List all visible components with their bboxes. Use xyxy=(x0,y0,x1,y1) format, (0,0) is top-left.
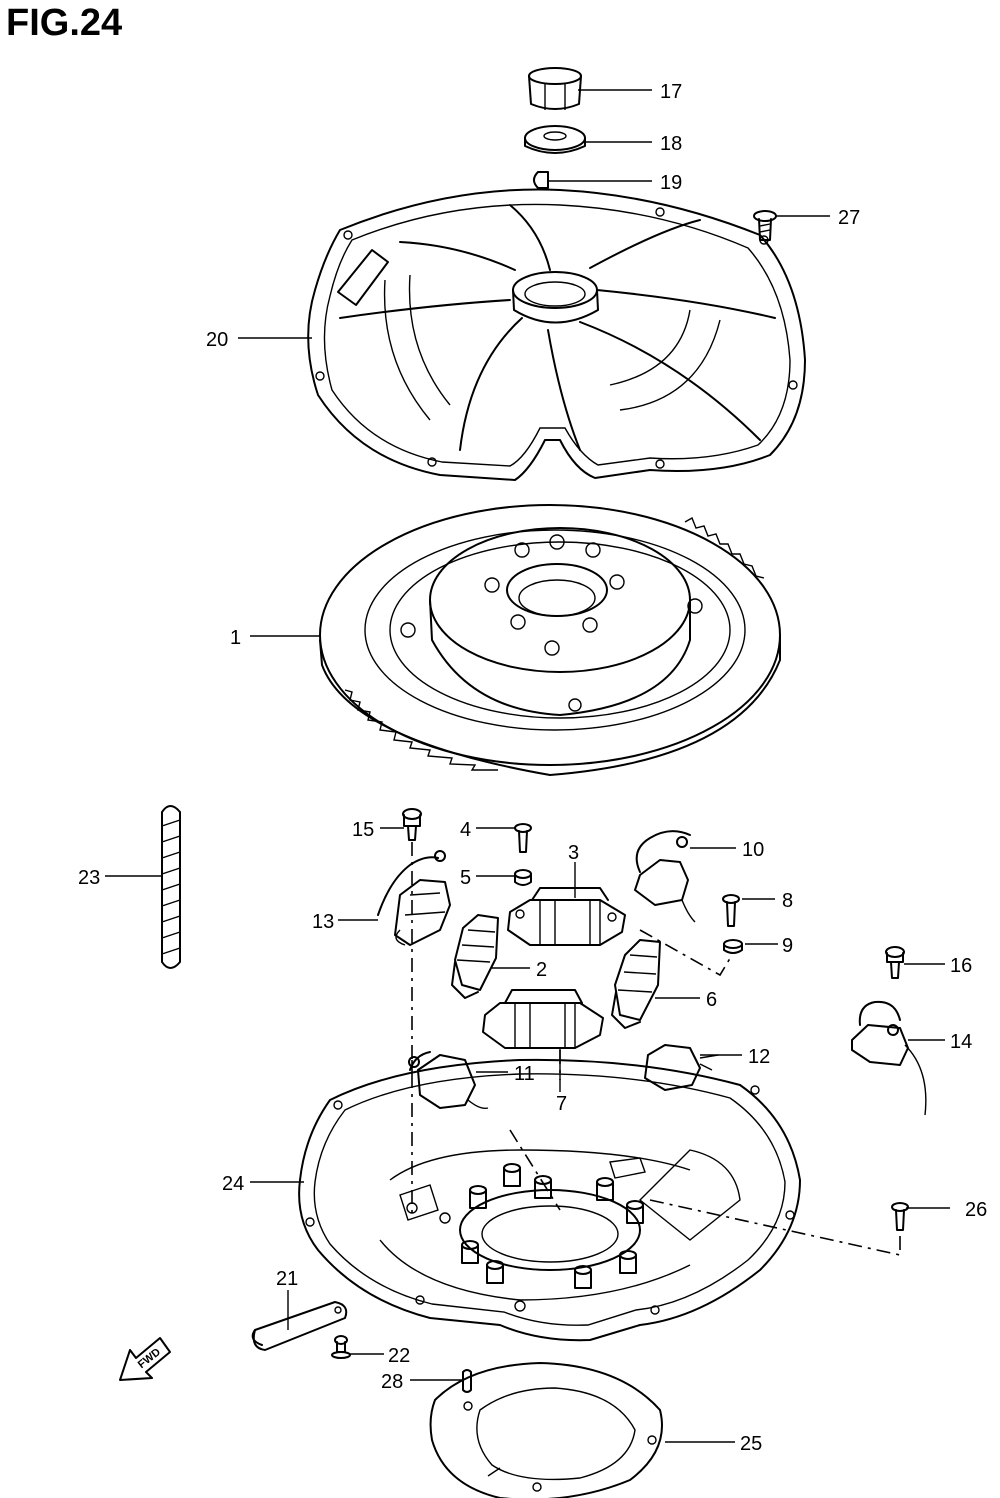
fwd-label: FWD xyxy=(136,1346,163,1371)
callout-9: 9 xyxy=(782,935,793,957)
part-18-washer xyxy=(524,125,586,154)
callout-13: 13 xyxy=(312,911,334,933)
callout-18: 18 xyxy=(660,133,682,155)
part-8-screw xyxy=(722,894,740,927)
part-4-screw xyxy=(514,823,532,853)
part-14-pulser xyxy=(851,1000,927,1116)
callout-23: 23 xyxy=(78,867,100,889)
callout-8: 8 xyxy=(782,890,793,912)
part-17-nut xyxy=(528,67,582,110)
part-9-collar xyxy=(723,939,743,954)
part-16-screw xyxy=(885,946,905,979)
callout-1: 1 xyxy=(230,627,241,649)
part-3-coil xyxy=(507,887,626,946)
leader-lines xyxy=(105,89,950,1443)
callout-10: 10 xyxy=(742,839,764,861)
part-28-pin xyxy=(462,1369,472,1393)
callout-20: 20 xyxy=(206,329,228,351)
callout-14: 14 xyxy=(950,1031,972,1053)
callout-11: 11 xyxy=(514,1063,535,1085)
part-26-screw xyxy=(891,1202,909,1231)
part-6-coil xyxy=(611,939,661,1029)
callout-6: 6 xyxy=(706,989,717,1011)
part-19-key xyxy=(533,171,549,189)
callout-22: 22 xyxy=(388,1345,410,1367)
callout-4: 4 xyxy=(460,819,471,841)
part-22-screw xyxy=(331,1335,351,1359)
callout-17: 17 xyxy=(660,81,682,103)
part-11-pulser xyxy=(408,1051,489,1110)
callout-3: 3 xyxy=(568,842,579,864)
fwd-arrow-icon xyxy=(119,1337,171,1381)
callout-numbers: 17 18 19 27 20 1 23 15 4 5 3 10 8 9 13 2… xyxy=(78,81,987,1455)
callout-27: 27 xyxy=(838,207,860,229)
callout-19: 19 xyxy=(660,172,682,194)
part-13-pulser-coil xyxy=(377,850,451,946)
callout-5: 5 xyxy=(460,867,471,889)
callout-12: 12 xyxy=(748,1046,770,1068)
part-24-stator-base xyxy=(298,1058,801,1342)
callout-25: 25 xyxy=(740,1433,762,1455)
part-20-flywheel-cover xyxy=(307,188,806,481)
part-10-pulser xyxy=(634,830,696,923)
part-2-coil xyxy=(451,914,499,999)
callout-2: 2 xyxy=(536,959,547,981)
callout-7: 7 xyxy=(556,1093,567,1115)
part-5-collar xyxy=(514,869,532,886)
figure-title: FIG.24 xyxy=(6,2,123,44)
callout-16: 16 xyxy=(950,955,972,977)
callout-24: 24 xyxy=(222,1173,244,1195)
part-25-plate xyxy=(429,1362,663,1498)
callout-15: 15 xyxy=(352,819,374,841)
part-7-coil xyxy=(482,989,604,1049)
part-23-spiral-tube xyxy=(161,805,181,969)
callout-28: 28 xyxy=(381,1371,403,1393)
part-15-screw xyxy=(402,808,422,841)
part-21-bracket xyxy=(251,1301,348,1351)
callout-26: 26 xyxy=(965,1199,987,1221)
callout-21: 21 xyxy=(276,1268,298,1290)
part-1-flywheel xyxy=(319,504,781,776)
